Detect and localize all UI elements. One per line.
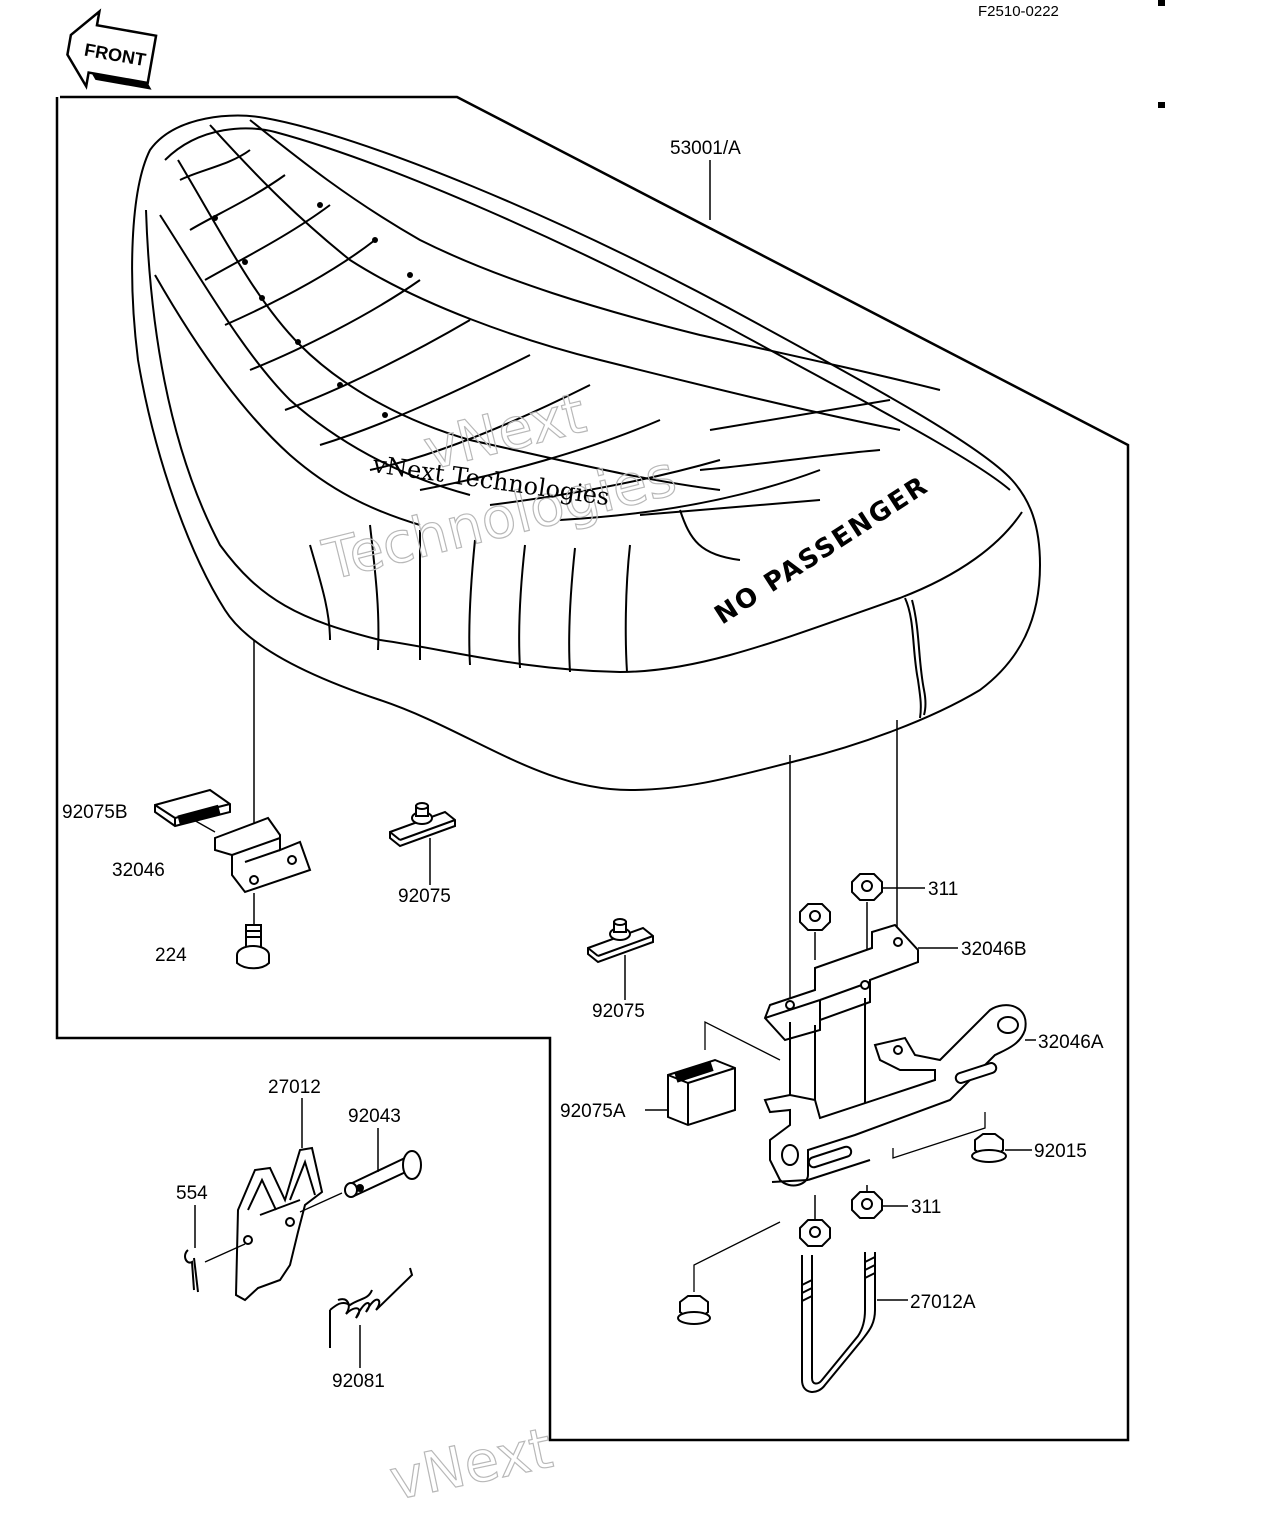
callout-92075b: 92075B xyxy=(62,802,128,823)
callout-92043: 92043 xyxy=(348,1106,401,1127)
callout-32046b: 32046B xyxy=(961,939,1027,960)
spring-92081-icon xyxy=(329,1267,414,1348)
callout-92075-left: 92075 xyxy=(398,886,451,907)
callout-92075a: 92075A xyxy=(560,1101,626,1122)
callout-32046: 32046 xyxy=(112,860,165,881)
cotter-pin-554-icon xyxy=(184,1249,199,1293)
plate-32046a-icon xyxy=(763,1004,1027,1187)
callout-311-bottom: 311 xyxy=(911,1197,941,1218)
watermark-bottom: vNext xyxy=(384,1416,558,1514)
callout-32046a: 32046A xyxy=(1038,1032,1104,1053)
document-id: F2510-0222 xyxy=(978,3,1059,20)
clip-nut-92075-left-icon xyxy=(389,802,456,848)
callout-27012a: 27012A xyxy=(910,1292,976,1313)
leader-line xyxy=(299,1192,343,1213)
pin-92043-icon xyxy=(344,1150,422,1198)
hinge-27012-icon xyxy=(234,1146,324,1302)
leader-line xyxy=(892,1112,986,1159)
nut-311-bottom-icon xyxy=(799,1191,883,1247)
leader-line xyxy=(184,814,216,833)
corner-mark xyxy=(1158,102,1165,108)
leader-line xyxy=(204,1243,246,1263)
callout-labels: 53001/A 92075B 32046 224 92075 92075 311… xyxy=(62,138,1104,1392)
flange-nut-lower-icon xyxy=(677,1295,711,1325)
bracket-32046-icon xyxy=(214,816,312,894)
callout-311-top: 311 xyxy=(928,879,958,900)
flange-nut-92015-icon xyxy=(971,1133,1007,1163)
front-arrow-icon: FRONT xyxy=(66,8,158,90)
nut-311-top-icon xyxy=(799,873,883,931)
seat-quilt-knots xyxy=(212,202,413,418)
leader-line xyxy=(704,1020,781,1061)
clip-nut-92075-mid-icon xyxy=(587,918,654,964)
callout-53001a: 53001/A xyxy=(670,138,741,159)
bolt-224-icon xyxy=(236,924,270,970)
bracket-32046b-icon xyxy=(763,923,919,1118)
rubber-block-92075a-icon xyxy=(667,1058,736,1127)
callout-224: 224 xyxy=(155,945,187,966)
corner-mark xyxy=(1158,0,1165,6)
callout-92015: 92015 xyxy=(1034,1141,1087,1162)
leader-line xyxy=(693,1221,781,1292)
u-bolt-27012a-icon xyxy=(801,1252,876,1393)
callout-92075-mid: 92075 xyxy=(592,1001,645,1022)
callout-554: 554 xyxy=(176,1183,208,1204)
callout-27012: 27012 xyxy=(268,1077,321,1098)
callout-92081: 92081 xyxy=(332,1371,385,1392)
seat-assembly xyxy=(131,114,1042,792)
diagram-frame xyxy=(55,95,1130,1442)
rubber-block-92075b-icon xyxy=(154,788,231,828)
